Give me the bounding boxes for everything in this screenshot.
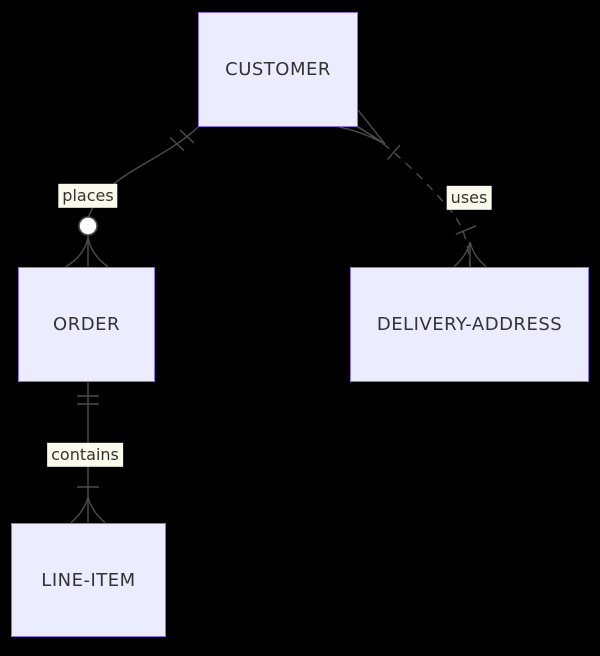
crow-foot-icon [87,237,109,268]
entity-delivery-address-label: DELIVERY-ADDRESS [376,314,563,335]
crow-foot-icon [87,496,106,524]
one-cardinality-tick-icon [179,129,195,144]
entity-order: ORDER [18,267,155,382]
crow-foot-icon [338,126,386,145]
relationship-label-contains: contains [47,442,123,468]
entity-order-label: ORDER [53,314,120,335]
entity-customer-label: CUSTOMER [225,59,331,80]
relationship-uses [338,109,487,268]
one-cardinality-tick-icon [455,225,477,235]
entity-line-item-label: LINE-ITEM [41,569,136,591]
entity-customer: CUSTOMER [198,12,358,127]
one-cardinality-tick-icon [386,144,401,160]
crow-foot-icon [357,109,386,145]
crow-foot-icon [453,241,471,268]
entity-line-item: LINE-ITEM [11,523,166,637]
entity-delivery-address: DELIVERY-ADDRESS [350,267,589,382]
one-cardinality-tick-icon [169,136,185,152]
relationship-label-places: places [58,183,118,209]
zero-cardinality-circle-icon [78,216,98,236]
relationship-label-uses: uses [446,185,492,211]
crow-foot-icon [469,241,487,268]
crow-foot-icon [70,496,89,524]
crow-foot-icon [65,237,89,268]
